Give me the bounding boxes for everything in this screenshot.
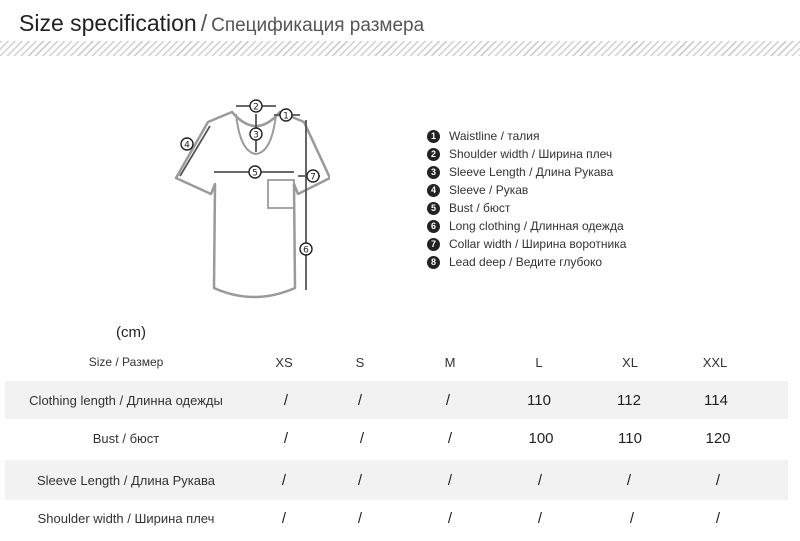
legend-number-icon: 2 bbox=[427, 147, 440, 161]
pocket-outline bbox=[267, 179, 295, 209]
marker-6-icon: 6 bbox=[299, 242, 313, 256]
table-cell: / bbox=[447, 429, 453, 447]
size-header-xl: XL bbox=[622, 354, 638, 370]
table-header-row: Size / Размер XS S M L XL XXL bbox=[5, 343, 788, 381]
row-label-bust: Bust / бюст bbox=[92, 430, 160, 446]
table-row: Shoulder width / Ширина плеч / / / / / / bbox=[5, 500, 788, 536]
table-cell: 112 bbox=[617, 391, 641, 409]
table-cell: / bbox=[281, 471, 287, 489]
marker-7-icon: 7 bbox=[306, 169, 320, 183]
table-cell: / bbox=[537, 471, 543, 489]
page-header: Size specification/Спецификация размера bbox=[0, 0, 800, 40]
row-label-clothing-length: Clothing length / Длинна одежды bbox=[29, 392, 223, 408]
table-cell: / bbox=[357, 471, 363, 489]
legend-number-icon: 6 bbox=[427, 219, 440, 233]
legend-item: 2 Shoulder width / Ширина плеч bbox=[427, 145, 626, 163]
table-cell: / bbox=[447, 509, 453, 527]
table-cell: 114 bbox=[704, 391, 728, 409]
legend-label: Long clothing / Длинная одежда bbox=[449, 219, 624, 233]
tshirt-outline-icon bbox=[174, 110, 330, 299]
legend-label: Shoulder width / Ширина плеч bbox=[449, 147, 613, 161]
header-stripe-divider bbox=[0, 41, 800, 56]
table-cell: / bbox=[715, 509, 721, 527]
svg-text:6: 6 bbox=[303, 246, 309, 256]
svg-text:7: 7 bbox=[310, 173, 316, 183]
legend-item: 7 Collar width / Ширина воротника bbox=[427, 235, 626, 253]
legend-label: Bust / бюст bbox=[449, 201, 511, 215]
legend-label: Lead deep / Ведите глубоко bbox=[449, 255, 603, 269]
legend-item: 6 Long clothing / Длинная одежда bbox=[427, 217, 626, 235]
table-cell: / bbox=[626, 471, 632, 489]
marker-3-icon: 3 bbox=[249, 127, 263, 141]
table-row: Bust / бюст / / / 100 110 120 bbox=[5, 419, 788, 457]
table-row: Clothing length / Длинна одежды / / / 11… bbox=[5, 381, 788, 419]
legend-item: 4 Sleeve / Рукав bbox=[427, 181, 626, 199]
legend-number-icon: 1 bbox=[427, 129, 440, 143]
size-header-s: S bbox=[355, 354, 365, 370]
marker-1-icon: 1 bbox=[279, 108, 293, 122]
legend-number-icon: 5 bbox=[427, 201, 440, 215]
row-label-sleeve-length: Sleeve Length / Длина Рукава bbox=[37, 472, 215, 488]
table-cell: / bbox=[447, 471, 453, 489]
title-english: Size specification bbox=[19, 10, 197, 36]
svg-text:4: 4 bbox=[184, 141, 190, 151]
table-cell: / bbox=[715, 471, 721, 489]
collar-outline bbox=[235, 113, 277, 156]
marker-5-icon: 5 bbox=[248, 165, 262, 179]
table-row: Sleeve Length / Длина Рукава / / / / / / bbox=[5, 460, 788, 500]
table-cell: / bbox=[537, 509, 543, 527]
table-cell: / bbox=[359, 429, 365, 447]
marker-2-icon: 2 bbox=[249, 99, 263, 113]
size-header-xxl: XXL bbox=[702, 354, 728, 370]
tshirt-measurement-diagram: 1 2 3 4 5 6 7 bbox=[174, 99, 330, 299]
legend-label: Sleeve / Рукав bbox=[449, 183, 529, 197]
page-title: Size specification/Спецификация размера bbox=[19, 10, 424, 37]
legend-label: Waistline / талия bbox=[449, 129, 540, 143]
table-cell: / bbox=[283, 429, 289, 447]
legend-item: 5 Bust / бюст bbox=[427, 199, 626, 217]
size-header-xs: XS bbox=[275, 354, 293, 370]
legend-number-icon: 3 bbox=[427, 165, 440, 179]
table-cell: 110 bbox=[527, 391, 551, 409]
legend-item: 1 Waistline / талия bbox=[427, 127, 626, 145]
size-header-l: L bbox=[535, 354, 543, 370]
marker-4-icon: 4 bbox=[180, 137, 194, 151]
title-russian: Спецификация размера bbox=[211, 15, 425, 36]
row-label-shoulder-width: Shoulder width / Ширина плеч bbox=[37, 510, 215, 526]
table-cell: / bbox=[283, 391, 289, 409]
size-table: Size / Размер XS S M L XL XXL Clothing l… bbox=[5, 343, 788, 536]
svg-text:5: 5 bbox=[252, 169, 258, 179]
table-cell: 120 bbox=[705, 429, 731, 447]
legend-label: Collar width / Ширина воротника bbox=[449, 237, 627, 251]
svg-text:3: 3 bbox=[253, 131, 259, 141]
legend-label: Sleeve Length / Длина Рукава bbox=[449, 165, 614, 179]
legend-number-icon: 8 bbox=[427, 255, 440, 269]
legend-number-icon: 7 bbox=[427, 237, 440, 251]
title-separator: / bbox=[200, 10, 208, 36]
table-cell: 110 bbox=[618, 429, 642, 447]
legend-item: 3 Sleeve Length / Длина Рукава bbox=[427, 163, 626, 181]
table-cell: / bbox=[357, 509, 363, 527]
svg-text:1: 1 bbox=[283, 112, 289, 122]
svg-text:2: 2 bbox=[253, 103, 259, 113]
table-cell: / bbox=[357, 391, 363, 409]
size-header-label: Size / Размер bbox=[88, 355, 164, 369]
table-cell: / bbox=[281, 509, 287, 527]
unit-label: (cm) bbox=[116, 324, 146, 341]
legend-number-icon: 4 bbox=[427, 183, 440, 197]
table-cell: / bbox=[445, 391, 451, 409]
size-header-m: M bbox=[444, 354, 456, 370]
legend-item: 8 Lead deep / Ведите глубоко bbox=[427, 253, 626, 271]
table-cell: / bbox=[629, 509, 635, 527]
measurement-legend: 1 Waistline / талия 2 Shoulder width / Шир… bbox=[427, 127, 626, 271]
table-cell: 100 bbox=[528, 429, 554, 447]
